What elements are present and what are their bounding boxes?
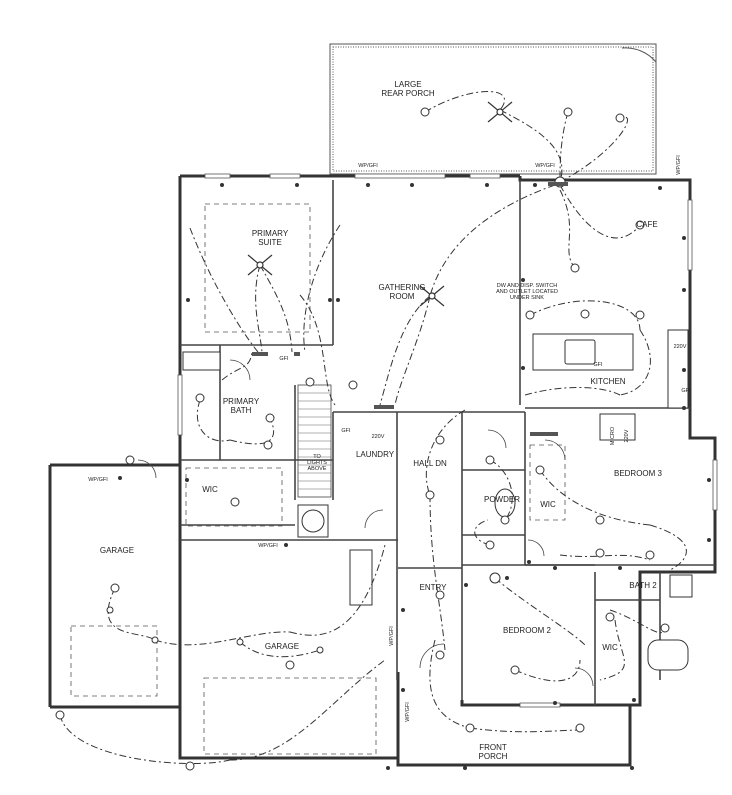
bedroom-2-label: BEDROOM 2 — [503, 626, 552, 635]
gfi-4: GFI — [593, 362, 603, 368]
label-line: REAR PORCH — [381, 89, 435, 98]
switch-clusters — [252, 182, 568, 436]
wp-gfi-entry: WP/GFI — [389, 626, 395, 646]
rear-porch-outline — [329, 43, 657, 175]
garage-main-label: GARAGE — [265, 642, 299, 651]
label-line: BATH — [231, 406, 252, 415]
ceiling-fan-icon — [419, 285, 445, 307]
wp-gfi-rear3: WP/GFI — [676, 155, 682, 175]
interior-walls — [180, 180, 715, 705]
hall-dn-label: HALL DN — [413, 459, 447, 468]
wp-gfi-rear2: WP/GFI — [535, 163, 555, 169]
label-line: SUITE — [258, 238, 282, 247]
bath-2-label: BATH 2 — [629, 581, 657, 590]
gfi-1: GFI — [279, 356, 289, 362]
label-line: LIGHTS — [307, 460, 327, 466]
bedroom-3-label: BEDROOM 3 — [614, 469, 663, 478]
v220-kitchen: 220V — [674, 344, 687, 350]
label-line: PORCH — [479, 752, 508, 761]
staircase — [297, 384, 332, 498]
ceiling-outlines — [70, 203, 566, 755]
fixtures — [182, 329, 693, 671]
ceiling-fan-icon — [487, 101, 513, 123]
light-fixtures — [55, 107, 670, 771]
entry-label: ENTRY — [420, 583, 448, 592]
ceiling-fan-icon — [247, 254, 273, 276]
gfi-3: GFI — [681, 388, 691, 394]
wp-gfi-garage-left: WP/GFI — [88, 477, 108, 483]
garage-left-label: GARAGE — [100, 546, 134, 555]
wp-gfi-front: WP/GFI — [405, 702, 411, 722]
label-line: ABOVE — [308, 466, 327, 472]
powder-label: POWDER — [484, 495, 520, 504]
wiring — [59, 91, 687, 764]
cafe-label: CAFE — [636, 220, 657, 229]
door-swings — [137, 359, 594, 687]
wic-bed3-label: WIC — [540, 500, 556, 509]
v220-laundry: 220V — [372, 434, 385, 440]
label-line: AND OUTLET LOCATED — [496, 289, 558, 295]
garage-switch-marks — [106, 606, 324, 654]
gfi-2: GFI — [341, 428, 351, 434]
wp-gfi-garage-main: WP/GFI — [258, 543, 278, 549]
wp-gfi-rear1: WP/GFI — [358, 163, 378, 169]
wic-bed2-label: WIC — [602, 643, 618, 652]
v220-range: 220V — [624, 429, 630, 442]
wic-primary-label: WIC — [202, 485, 218, 494]
windows — [177, 173, 718, 708]
kitchen-label: KITCHEN — [590, 377, 625, 386]
label-line: ROOM — [390, 292, 415, 301]
micro-note: MICRO — [610, 426, 616, 445]
laundry-label: LAUNDRY — [356, 450, 395, 459]
label-line: UNDER SINK — [510, 295, 544, 301]
outlet-dots — [118, 183, 711, 770]
